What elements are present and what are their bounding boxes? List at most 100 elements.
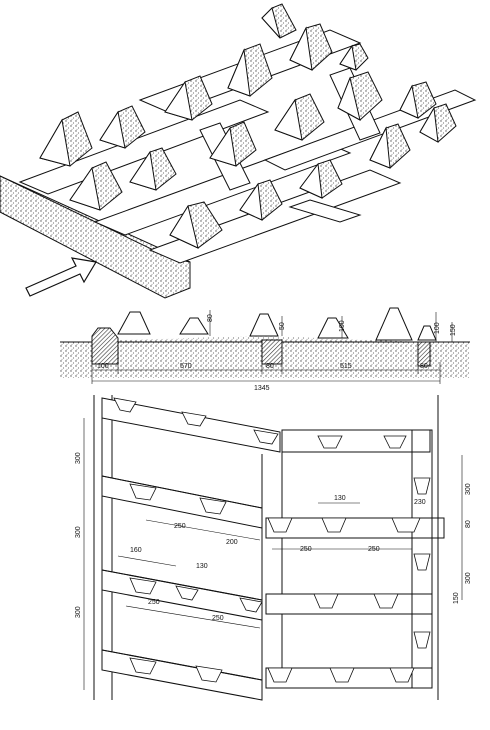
plan-left-dim: 300 bbox=[75, 452, 82, 464]
tooth-face bbox=[209, 126, 237, 167]
section-height-label: 100 bbox=[339, 320, 346, 332]
tooth-face bbox=[129, 150, 157, 191]
isometric-view bbox=[0, 3, 477, 299]
tooth-face bbox=[299, 162, 323, 199]
plan-bay bbox=[281, 613, 413, 669]
plan-tooth bbox=[129, 577, 157, 595]
plan-right-dim: 150 bbox=[453, 592, 460, 604]
section-view bbox=[60, 307, 470, 384]
section-tooth bbox=[417, 325, 437, 341]
plan-slab bbox=[281, 429, 431, 453]
plan-tooth bbox=[413, 631, 431, 649]
section-height-label: 100 bbox=[434, 322, 441, 334]
plan-tooth bbox=[129, 483, 157, 501]
plan-bay bbox=[101, 418, 263, 509]
tooth-face bbox=[169, 204, 199, 249]
section-labels: 80 50 100 150 100 100 570 80 515 80 1345 bbox=[97, 314, 457, 392]
tooth-face bbox=[369, 126, 391, 169]
plan-tooth bbox=[175, 585, 199, 601]
slab-strip-3 bbox=[148, 169, 402, 264]
plan-tooth bbox=[329, 667, 355, 683]
section-tooth bbox=[317, 317, 349, 339]
section-width-label: 80 bbox=[420, 363, 428, 370]
plan-tooth bbox=[313, 593, 339, 609]
tooth-face bbox=[69, 166, 101, 211]
plan-tooth bbox=[239, 597, 263, 613]
plan-tooth bbox=[129, 657, 157, 675]
section-tooth bbox=[117, 311, 151, 335]
plan-teeth bbox=[113, 397, 431, 683]
plan-right-dim: 80 bbox=[465, 520, 472, 528]
section-left-block bbox=[91, 327, 119, 365]
tooth-face bbox=[261, 7, 281, 39]
plan-tooth bbox=[181, 411, 207, 427]
plan-tooth bbox=[389, 667, 415, 683]
plan-tooth bbox=[267, 667, 293, 683]
plan-tooth bbox=[317, 435, 343, 449]
section-right-block bbox=[417, 341, 431, 367]
section-height-label: 150 bbox=[450, 324, 457, 336]
section-tooth bbox=[179, 317, 209, 335]
plan-bay bbox=[101, 496, 263, 601]
section-width-label: 570 bbox=[180, 363, 192, 370]
teeth-row-2 bbox=[69, 23, 369, 211]
plan-right-dim: 300 bbox=[465, 572, 472, 584]
plan-bay bbox=[101, 590, 263, 681]
plan-view bbox=[83, 395, 463, 701]
teeth-row-1 bbox=[39, 3, 297, 167]
tooth-face bbox=[39, 118, 71, 167]
plan-tooth bbox=[253, 429, 279, 445]
tooth-face bbox=[337, 76, 361, 121]
plan-bay bbox=[281, 451, 413, 519]
plan-dimension-lines bbox=[83, 418, 463, 690]
plan-slab bbox=[265, 593, 433, 615]
plan-tooth bbox=[413, 553, 431, 571]
section-tooth bbox=[249, 313, 279, 337]
section-total-label: 1345 bbox=[254, 385, 270, 392]
plan-tooth bbox=[373, 593, 399, 609]
plan-dim: 250 bbox=[212, 615, 224, 622]
arrow-right-up-outline-icon bbox=[25, 257, 97, 297]
slab-tail bbox=[288, 199, 362, 223]
plan-left-dim: 300 bbox=[75, 526, 82, 538]
tooth-face bbox=[419, 106, 439, 143]
plan-dim: 130 bbox=[334, 495, 346, 502]
tooth-face bbox=[164, 80, 193, 121]
plan-tooth bbox=[199, 497, 227, 515]
plan-tooth bbox=[391, 517, 421, 533]
tooth-face bbox=[399, 84, 419, 119]
plan-left-dim: 300 bbox=[75, 606, 82, 618]
plan-tooth bbox=[267, 517, 293, 533]
plan-dim: 250 bbox=[148, 599, 160, 606]
plan-tooth bbox=[195, 665, 223, 683]
section-dimension-lines bbox=[91, 310, 453, 384]
plan-labels: 300 300 300 250 200 160 130 250 250 130 … bbox=[75, 452, 472, 622]
tooth-face bbox=[274, 98, 303, 141]
plan-slab bbox=[101, 475, 263, 529]
teeth-row-3 bbox=[169, 71, 457, 249]
plan-dim: 200 bbox=[226, 539, 238, 546]
plan-tooth bbox=[113, 397, 137, 413]
section-height-label: 50 bbox=[279, 322, 286, 330]
plan-right-column bbox=[411, 429, 433, 689]
plan-dim: 250 bbox=[300, 546, 312, 553]
plan-dim: 130 bbox=[196, 563, 208, 570]
plan-tooth bbox=[413, 477, 431, 495]
tooth-face bbox=[99, 110, 126, 149]
section-width-label: 515 bbox=[340, 363, 352, 370]
slab-strip-1 bbox=[18, 99, 270, 195]
plan-tooth bbox=[321, 517, 347, 533]
plan-dim: 160 bbox=[130, 547, 142, 554]
tooth-face bbox=[239, 182, 263, 221]
plan-tooth bbox=[383, 435, 407, 449]
section-width-label: 80 bbox=[266, 363, 274, 370]
plan-dim: 250 bbox=[174, 523, 186, 530]
section-teeth bbox=[117, 307, 437, 341]
tooth-face bbox=[339, 44, 357, 71]
tooth-face bbox=[227, 48, 251, 97]
plan-dim: 230 bbox=[414, 499, 426, 506]
plan-dim: 250 bbox=[368, 546, 380, 553]
section-tooth bbox=[375, 307, 413, 341]
